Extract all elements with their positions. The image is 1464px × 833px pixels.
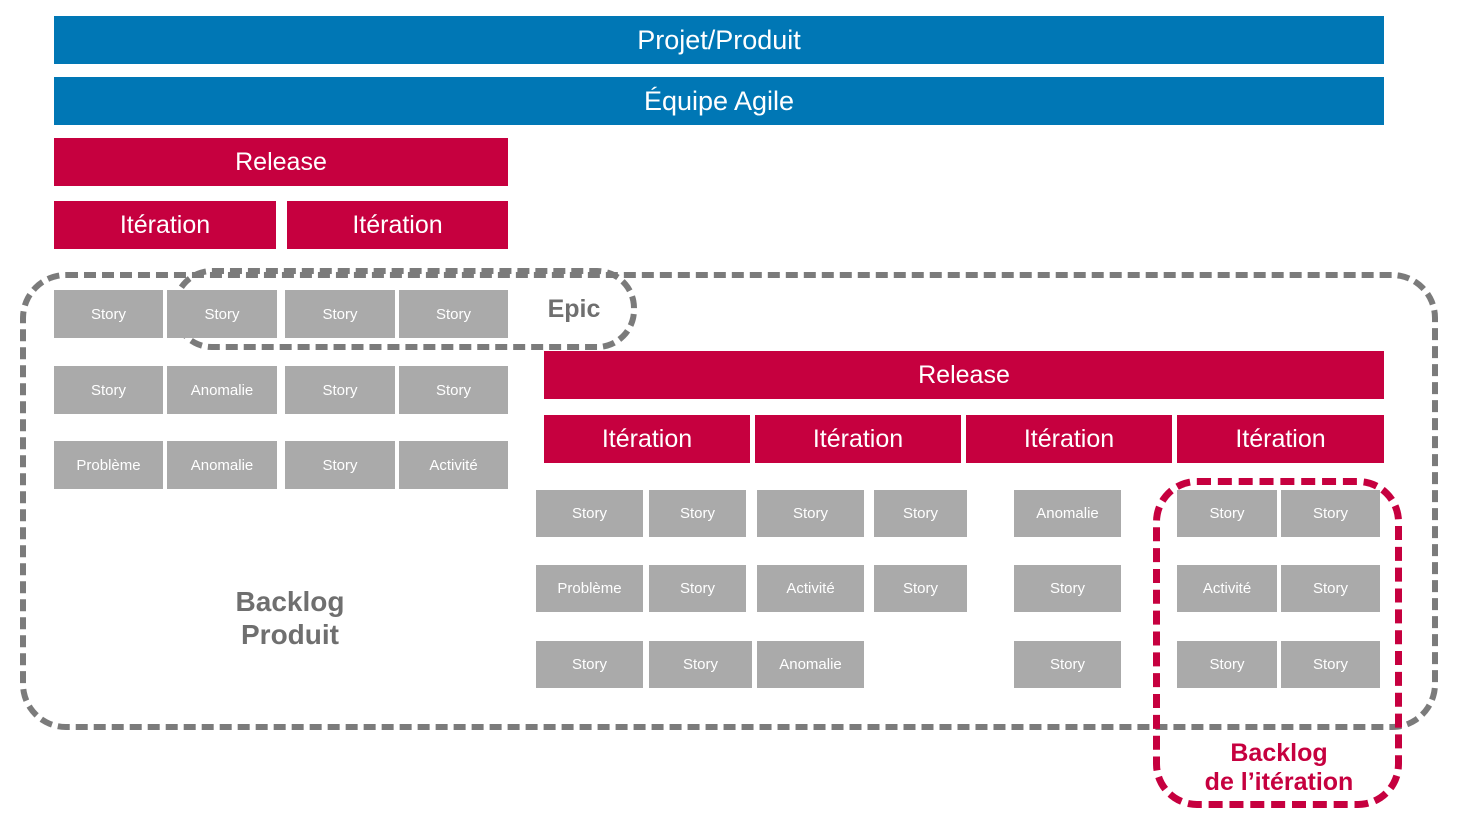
bar-projet-produit-label: Projet/Produit [637, 24, 801, 55]
right-release-label: Release [918, 360, 1010, 389]
right-iteration-2: Itération [755, 415, 961, 463]
left-iteration-1-label: Itération [119, 210, 211, 239]
left-story-r3c3: Story [285, 441, 395, 489]
epic-label: Epic [547, 295, 601, 324]
bar-equipe-agile: Équipe Agile [54, 77, 1384, 125]
right-story-r2c2: Story [649, 565, 746, 612]
right-story-r2c6: Activité [1177, 565, 1277, 612]
right-story-r1c3: Story [757, 490, 864, 537]
right-story-r2c1: Problème [536, 565, 643, 612]
left-story-r2c4: Story [399, 366, 508, 414]
right-release-bar: Release [544, 351, 1384, 399]
right-story-r3c1: Story [536, 641, 643, 688]
right-iteration-4: Itération [1177, 415, 1384, 463]
right-story-r1c4: Story [874, 490, 967, 537]
left-story-r1c2: Story [167, 290, 277, 338]
right-story-r1c7: Story [1281, 490, 1380, 537]
left-story-r3c2: Anomalie [167, 441, 277, 489]
right-story-r1c5: Anomalie [1014, 490, 1121, 537]
right-iteration-4-label: Itération [1235, 424, 1326, 453]
bar-projet-produit: Projet/Produit [54, 16, 1384, 64]
right-story-r2c7: Story [1281, 565, 1380, 612]
right-story-r3c6: Story [1177, 641, 1277, 688]
left-iteration-2-label: Itération [352, 210, 443, 239]
backlog-produit-label: Backlog Produit [235, 585, 345, 650]
left-iteration-2: Itération [287, 201, 508, 249]
left-story-r2c3: Story [285, 366, 395, 414]
bar-equipe-agile-label: Équipe Agile [643, 85, 795, 116]
left-story-r1c1: Story [54, 290, 163, 338]
right-iteration-2-label: Itération [812, 424, 904, 453]
right-story-r1c1: Story [536, 490, 643, 537]
left-release-bar: Release [54, 138, 508, 186]
right-story-r2c3: Activité [757, 565, 864, 612]
left-story-r2c1: Story [54, 366, 163, 414]
right-story-r2c5: Story [1014, 565, 1121, 612]
left-story-r2c2: Anomalie [167, 366, 277, 414]
right-iteration-3-label: Itération [1023, 424, 1115, 453]
right-story-r3c2: Story [649, 641, 752, 688]
right-story-r3c3: Anomalie [757, 641, 864, 688]
right-iteration-1: Itération [544, 415, 750, 463]
right-story-r3c5: Story [1014, 641, 1121, 688]
left-iteration-1: Itération [54, 201, 276, 249]
left-story-r3c4: Activité [399, 441, 508, 489]
right-story-r2c4: Story [874, 565, 967, 612]
right-iteration-1-label: Itération [601, 424, 693, 453]
right-story-r3c7: Story [1281, 641, 1380, 688]
right-story-r1c2: Story [649, 490, 746, 537]
left-story-r3c1: Problème [54, 441, 163, 489]
backlog-iteration-label: Backlog de l’itération [1204, 738, 1354, 797]
right-iteration-3: Itération [966, 415, 1172, 463]
left-story-r1c4: Story [399, 290, 508, 338]
right-story-r1c6: Story [1177, 490, 1277, 537]
left-story-r1c3: Story [285, 290, 395, 338]
left-release-label: Release [235, 147, 327, 176]
